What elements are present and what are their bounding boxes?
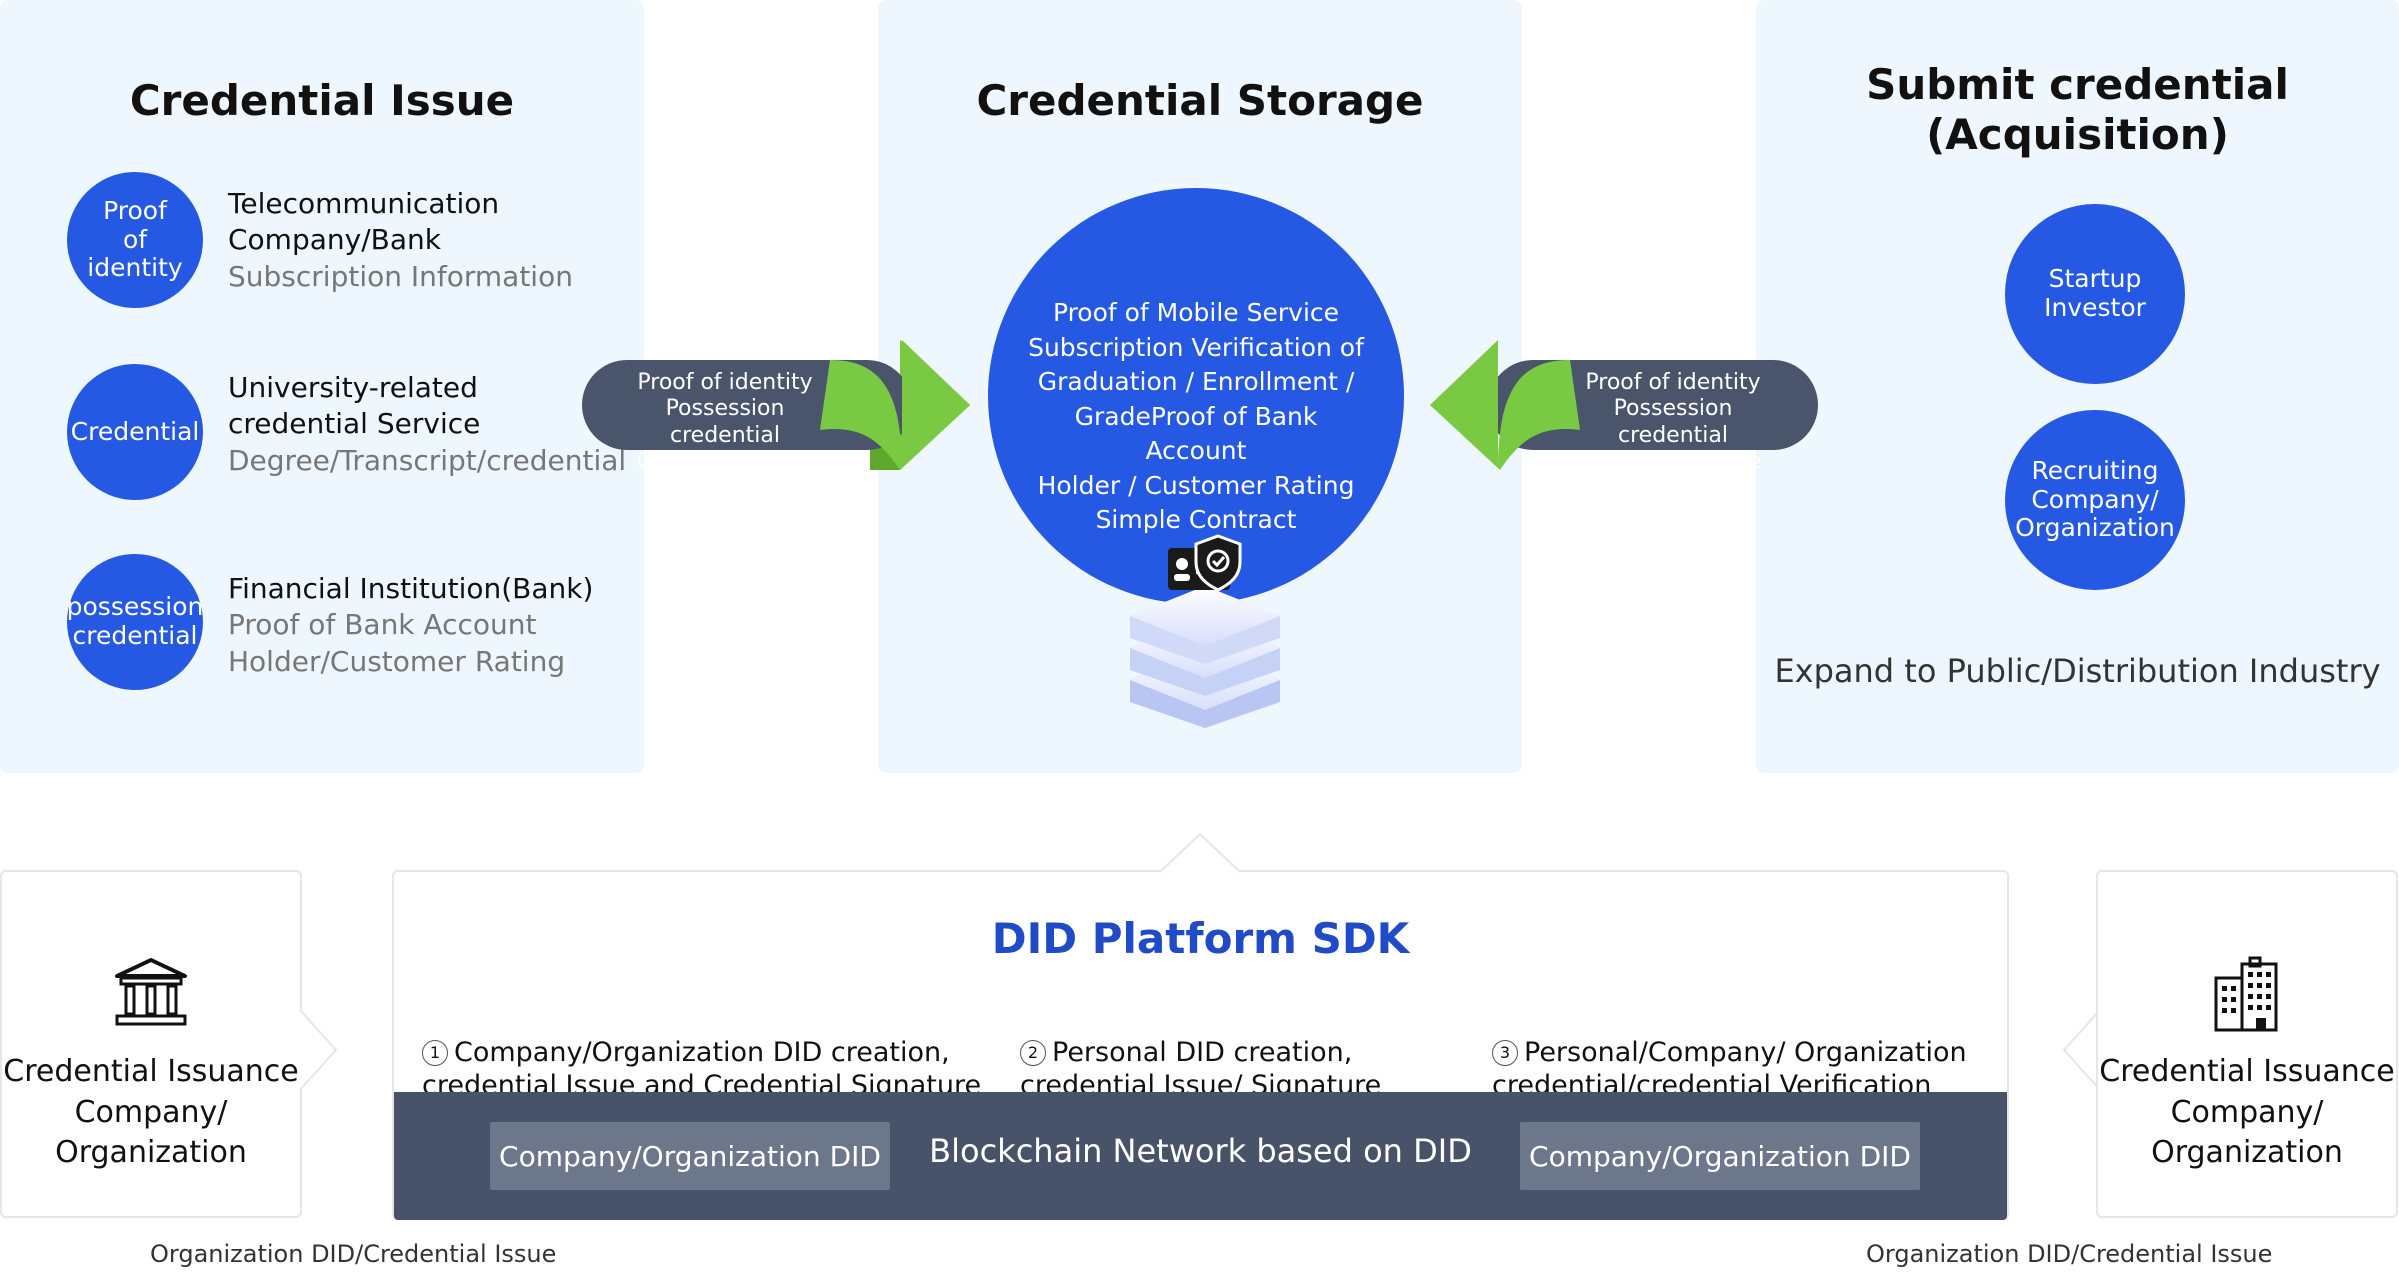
submit-credential-panel: Submit credential (Acquisition) xyxy=(1756,0,2399,773)
submit-credential-title: Submit credential (Acquisition) xyxy=(1866,60,2289,160)
issue-item-bank: Financial Institution(Bank) Proof of Ban… xyxy=(228,571,593,680)
left-issuer-label: Credential Issuance Company/ Organizatio… xyxy=(3,1054,299,1170)
issue-item-bank-sub: Proof of Bank Account Holder/Customer Ra… xyxy=(228,608,566,678)
step-3-number: 3 xyxy=(1492,1039,1518,1066)
office-building-icon xyxy=(2214,956,2278,1032)
right-arrow-label: Proof of identity Possession credential … xyxy=(1584,370,1762,475)
issue-item-university-sub: Degree/Transcript/credential xyxy=(228,443,627,477)
recruiting-company-circle: Recruiting Company/ Organization xyxy=(2005,410,2185,590)
startup-investor-circle: Startup Investor xyxy=(2005,204,2185,384)
right-box-pointer xyxy=(2062,1010,2100,1090)
issue-item-telecom: Telecommunication Company/Bank Subscript… xyxy=(228,186,573,295)
credential-circle: Credential xyxy=(67,364,203,500)
left-issuer-box: Credential Issuance Company/ Organizatio… xyxy=(0,870,302,1218)
left-box-pointer xyxy=(300,1010,338,1090)
left-footer-caption: Organization DID/Credential Issue xyxy=(150,1240,557,1268)
step-1-number: 1 xyxy=(422,1039,448,1066)
credential-storage-title: Credential Storage xyxy=(976,76,1424,125)
submit-to-storage-arrow xyxy=(1430,340,1818,470)
blockchain-network-label: Blockchain Network based on DID xyxy=(929,1132,1472,1170)
proof-of-identity-circle: Proof of identity xyxy=(67,172,203,308)
right-footer-caption: Organization DID/Credential Issue xyxy=(1866,1240,2273,1268)
issue-item-university-main: University-related credential Service xyxy=(228,371,481,441)
database-stack-icon xyxy=(1130,534,1280,728)
expand-industry-text: Expand to Public/Distribution Industry xyxy=(1774,652,2381,690)
right-issuer-box: Credential Issuance Company/ Organizatio… xyxy=(2096,870,2398,1218)
sdk-top-pointer xyxy=(1160,832,1240,874)
left-did-chip: Company/Organization DID xyxy=(490,1122,890,1190)
sdk-title: DID Platform SDK xyxy=(991,914,1410,963)
issue-item-telecom-main: Telecommunication Company/Bank xyxy=(228,187,500,257)
issue-item-bank-main: Financial Institution(Bank) xyxy=(228,572,594,605)
right-issuer-label: Credential Issuance Company/ Organizatio… xyxy=(2099,1054,2395,1170)
issue-item-telecom-sub: Subscription Information xyxy=(228,259,573,293)
step-1-text: Company/Organization DID creation, crede… xyxy=(422,1036,982,1101)
left-arrow-label: Proof of identity Possession credential … xyxy=(636,370,814,475)
storage-circle: Proof of Mobile Service Subscription Ver… xyxy=(988,188,1404,604)
credential-issue-title: Credential Issue xyxy=(129,76,515,125)
bank-building-icon xyxy=(115,958,187,1026)
blockchain-network-bar: Company/Organization DID Blockchain Netw… xyxy=(394,1092,2007,1220)
right-did-chip: Company/Organization DID xyxy=(1520,1122,1920,1190)
step-2-number: 2 xyxy=(1020,1039,1046,1066)
issue-to-storage-arrow xyxy=(582,340,970,470)
issue-item-university: University-related credential Service De… xyxy=(228,370,626,479)
possession-credential-circle: possession credential xyxy=(67,554,203,690)
